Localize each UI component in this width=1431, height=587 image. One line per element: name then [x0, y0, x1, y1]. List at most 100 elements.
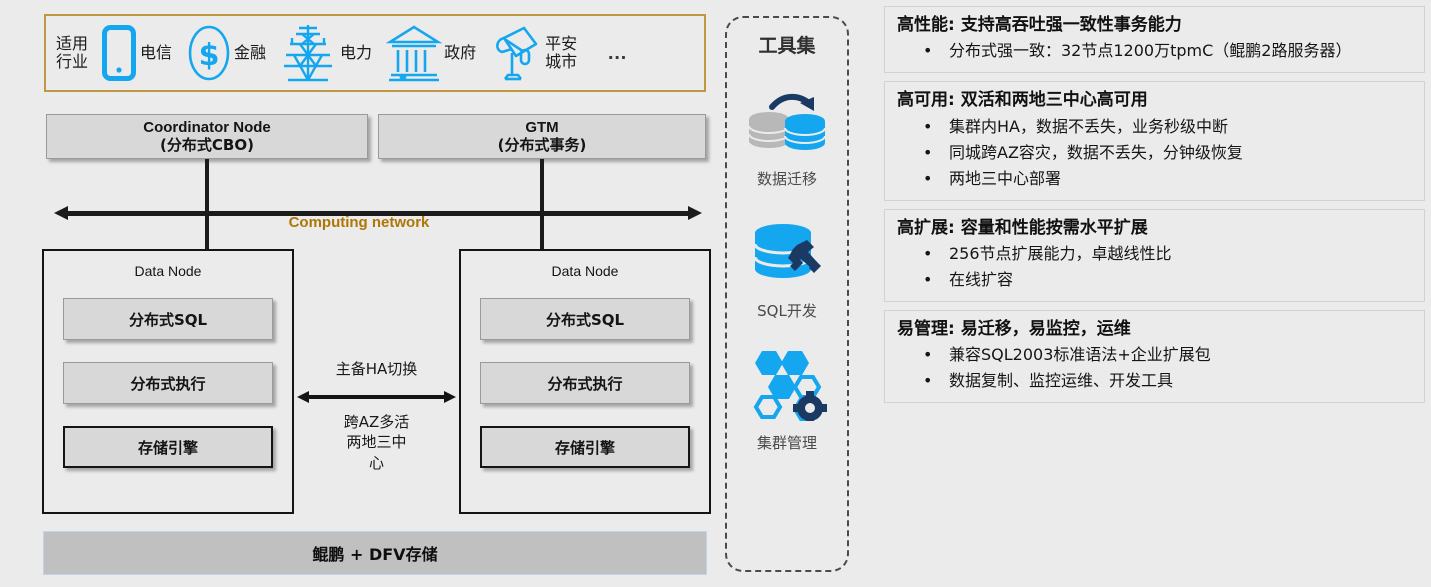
feature-card-availability: 高可用: 双活和两地三中心高可用 • 集群内HA，数据不丢失，业务秒级中断 • 同城… — [884, 81, 1425, 201]
data-node-left-item-distributed-sql[interactable]: 分布式SQL — [63, 298, 273, 340]
bus-arrow-left-icon — [54, 206, 68, 220]
bullet-dot-icon: • — [923, 345, 933, 365]
bullet-text: 分布式强一致：32节点1200万tpmC（鲲鹏2路服务器） — [949, 41, 1352, 61]
coordinator-node-subtitle: (分布式CBO) — [160, 135, 254, 154]
feature-card-performance-bullets: • 分布式强一致：32节点1200万tpmC（鲲鹏2路服务器） — [897, 38, 1412, 64]
coordinator-connector-line — [205, 159, 209, 216]
feature-cards-column: 高性能: 支持高吞吐强一致性事务能力 • 分布式强一致：32节点1200万tpmC… — [884, 6, 1425, 411]
industry-item-telecom: 电信 — [102, 25, 172, 81]
data-node-left-item-distributed-exec[interactable]: 分布式执行 — [63, 362, 273, 404]
feature-card-performance: 高性能: 支持高吞吐强一致性事务能力 • 分布式强一致：32节点1200万tpmC… — [884, 6, 1425, 74]
industry-item-power: 电力 — [280, 22, 372, 84]
industry-item-government-label: 政府 — [444, 43, 477, 63]
bullet-text: 数据复制、监控运维、开发工具 — [949, 371, 1174, 391]
tool-sql-development[interactable]: SQL开发 — [747, 219, 827, 321]
feature-card-scalability-bullets: • 256节点扩展能力，卓越线性比 • 在线扩容 — [897, 241, 1412, 293]
gtm-connector-line — [540, 159, 544, 216]
industry-item-finance-label: 金融 — [234, 43, 267, 63]
architecture-panel: 适用 行业 电信 $ — [42, 14, 711, 575]
list-item: • 在线扩容 — [897, 267, 1412, 293]
tool-cluster-management-label: 集群管理 — [756, 434, 817, 452]
gtm-node-title: GTM — [525, 118, 559, 136]
gtm-node-box[interactable]: GTM (分布式事务) — [378, 114, 706, 159]
industry-item-finance: $ 金融 — [186, 23, 266, 83]
ha-bidirectional-arrow-icon — [297, 391, 456, 403]
list-item: • 集群内HA，数据不丢失，业务秒级中断 — [897, 114, 1412, 140]
tool-data-migration[interactable]: 数据迁移 — [744, 93, 830, 189]
data-node-right-item-storage-engine[interactable]: 存储引擎 — [480, 426, 690, 468]
feature-card-scalability: 高扩展: 容量和性能按需水平扩展 • 256节点扩展能力，卓越线性比 • 在线扩容 — [884, 208, 1425, 302]
cluster-management-icon — [746, 347, 828, 426]
data-node-right-title: Data Node — [551, 263, 619, 279]
industry-item-government: 政府 — [386, 22, 476, 84]
industry-item-telecom-label: 电信 — [140, 43, 173, 63]
tool-sql-development-label: SQL开发 — [757, 302, 817, 320]
svg-text:$: $ — [199, 38, 220, 73]
bullet-dot-icon: • — [923, 371, 933, 391]
bullet-text: 两地三中心部署 — [949, 168, 1062, 188]
bullet-dot-icon: • — [923, 269, 933, 289]
industry-bar-label-group: 适用 行业 — [56, 35, 88, 71]
list-item: • 兼容SQL2003标准语法+企业扩展包 — [897, 342, 1412, 368]
bullet-text: 集群内HA，数据不丢失，业务秒级中断 — [949, 116, 1228, 136]
bus-line — [66, 211, 690, 216]
bus-arrow-right-icon — [688, 206, 702, 220]
industry-item-safe-city: 平安 城市 — [490, 22, 577, 84]
list-item: • 同城跨AZ容灾，数据不丢失，分钟级恢复 — [897, 140, 1412, 166]
data-node-left: Data Node 分布式SQL 分布式执行 存储引擎 — [42, 249, 294, 514]
sql-development-icon — [747, 219, 827, 294]
database-migration-icon — [744, 93, 830, 162]
computing-network-bus — [54, 206, 702, 220]
gtm-node-subtitle: (分布式事务) — [497, 135, 587, 154]
list-item: • 分布式强一致：32节点1200万tpmC（鲲鹏2路服务器） — [897, 38, 1412, 64]
coordinator-node-title: Coordinator Node — [143, 118, 271, 136]
toolset-panel: 工具集 — [725, 16, 849, 572]
list-item: • 两地三中心部署 — [897, 166, 1412, 192]
data-node-right-item-distributed-sql[interactable]: 分布式SQL — [480, 298, 690, 340]
bullet-text: 256节点扩展能力，卓越线性比 — [949, 243, 1172, 263]
bullet-text: 在线扩容 — [949, 269, 1014, 289]
bullet-dot-icon: • — [923, 142, 933, 162]
industry-item-power-label: 电力 — [340, 43, 373, 63]
ha-arrow-left-icon — [297, 391, 309, 403]
tool-cluster-management[interactable]: 集群管理 — [746, 347, 828, 453]
gtm-connector-line-lower — [540, 216, 544, 252]
bullet-dot-icon: • — [923, 168, 933, 188]
list-item: • 数据复制、监控运维、开发工具 — [897, 368, 1412, 394]
feature-card-manageability-bullets: • 兼容SQL2003标准语法+企业扩展包 • 数据复制、监控运维、开发工具 — [897, 342, 1412, 394]
dollar-coin-icon: $ — [186, 23, 232, 83]
ha-arrow-right-icon — [444, 391, 456, 403]
ha-switch-label: 主备HA切换 — [335, 360, 418, 378]
bullet-dot-icon: • — [923, 41, 933, 61]
bullet-dot-icon: • — [923, 243, 933, 263]
bullet-dot-icon: • — [923, 116, 933, 136]
mobile-phone-icon — [102, 25, 137, 81]
feature-card-availability-bullets: • 集群内HA，数据不丢失，业务秒级中断 • 同城跨AZ容灾，数据不丢失，分钟级恢复… — [897, 114, 1412, 192]
tool-data-migration-label: 数据迁移 — [756, 170, 817, 188]
coordinator-connector-line-lower — [205, 216, 209, 252]
storage-bar: 鲲鹏 + DFV存储 — [43, 531, 707, 575]
industry-bar: 适用 行业 电信 $ — [44, 14, 706, 92]
toolset-title: 工具集 — [758, 35, 816, 57]
data-node-left-title: Data Node — [134, 263, 202, 279]
list-item: • 256节点扩展能力，卓越线性比 — [897, 241, 1412, 267]
government-building-icon — [386, 22, 443, 84]
industry-more-ellipsis: … — [607, 41, 630, 64]
feature-card-manageability-title: 易管理: 易迁移，易监控，运维 — [897, 318, 1131, 339]
power-tower-icon — [280, 22, 336, 84]
ha-arrow-line — [308, 395, 445, 399]
feature-card-performance-title: 高性能: 支持高吞吐强一致性事务能力 — [897, 15, 1182, 35]
cross-az-label: 跨AZ多活 两地三中 心 — [343, 413, 410, 472]
computing-network-label: Computing network — [288, 214, 430, 231]
data-node-left-item-storage-engine[interactable]: 存储引擎 — [63, 426, 273, 468]
bullet-text: 兼容SQL2003标准语法+企业扩展包 — [949, 345, 1211, 365]
industry-bar-label: 适用 行业 — [56, 34, 89, 71]
coordinator-node-box[interactable]: Coordinator Node (分布式CBO) — [46, 114, 368, 159]
feature-card-availability-title: 高可用: 双活和两地三中心高可用 — [897, 90, 1148, 111]
feature-card-manageability: 易管理: 易迁移，易监控，运维 • 兼容SQL2003标准语法+企业扩展包 • 数据… — [884, 309, 1425, 404]
feature-card-scalability-title: 高扩展: 容量和性能按需水平扩展 — [897, 217, 1148, 238]
data-node-right-item-distributed-exec[interactable]: 分布式执行 — [480, 362, 690, 404]
bullet-text: 同城跨AZ容灾，数据不丢失，分钟级恢复 — [949, 142, 1243, 162]
data-node-right: Data Node 分布式SQL 分布式执行 存储引擎 — [459, 249, 711, 514]
